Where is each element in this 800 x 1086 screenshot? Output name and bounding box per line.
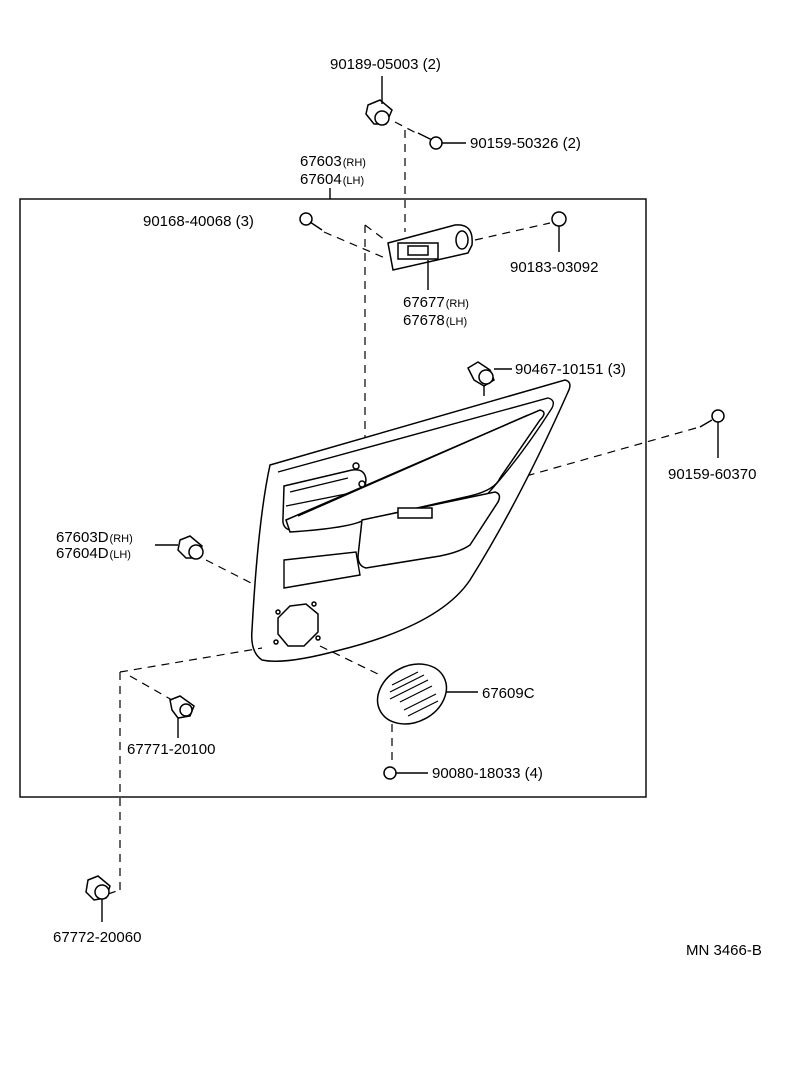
- label-67604: 67604(LH): [300, 171, 364, 188]
- clip-67771-icon: [169, 695, 195, 738]
- nut-90080-icon: [383, 766, 428, 780]
- diagram-reference-code: MN 3466-B: [686, 942, 762, 959]
- screw-90159-50326-icon: [417, 132, 466, 150]
- label-67609c: 67609C: [482, 685, 535, 702]
- label-90467: 90467-10151 (3): [515, 361, 626, 378]
- screw-90168-icon: [299, 212, 323, 231]
- label-90183: 90183-03092: [510, 259, 598, 276]
- clip-90189-icon: [365, 76, 393, 126]
- assembly-frame: [19, 198, 647, 798]
- label-90159-60370: 90159-60370: [668, 466, 756, 483]
- label-67604d: 67604D(LH): [56, 545, 131, 562]
- screw-90159-60370-icon: [699, 409, 725, 458]
- label-90168: 90168-40068 (3): [143, 213, 254, 230]
- speaker-grille-67609c-icon: [376, 663, 478, 725]
- nut-90183-icon: [551, 211, 567, 252]
- label-67771: 67771-20100: [127, 741, 215, 758]
- label-67603d: 67603D(RH): [56, 529, 133, 546]
- label-90080: 90080-18033 (4): [432, 765, 543, 782]
- handle-bezel-67677-icon: [387, 224, 473, 290]
- label-67772: 67772-20060: [53, 929, 141, 946]
- label-90159-50326: 90159-50326 (2): [470, 135, 581, 152]
- clip-67603d-icon: [155, 535, 204, 560]
- door-trim-board-icon: [250, 379, 571, 662]
- clip-90467-icon: [467, 361, 512, 396]
- label-67677: 67677(RH): [403, 294, 469, 311]
- label-67603: 67603(RH): [300, 153, 366, 170]
- label-67678: 67678(LH): [403, 312, 467, 329]
- label-90189: 90189-05003 (2): [330, 56, 441, 73]
- clip-67772-icon: [85, 875, 111, 922]
